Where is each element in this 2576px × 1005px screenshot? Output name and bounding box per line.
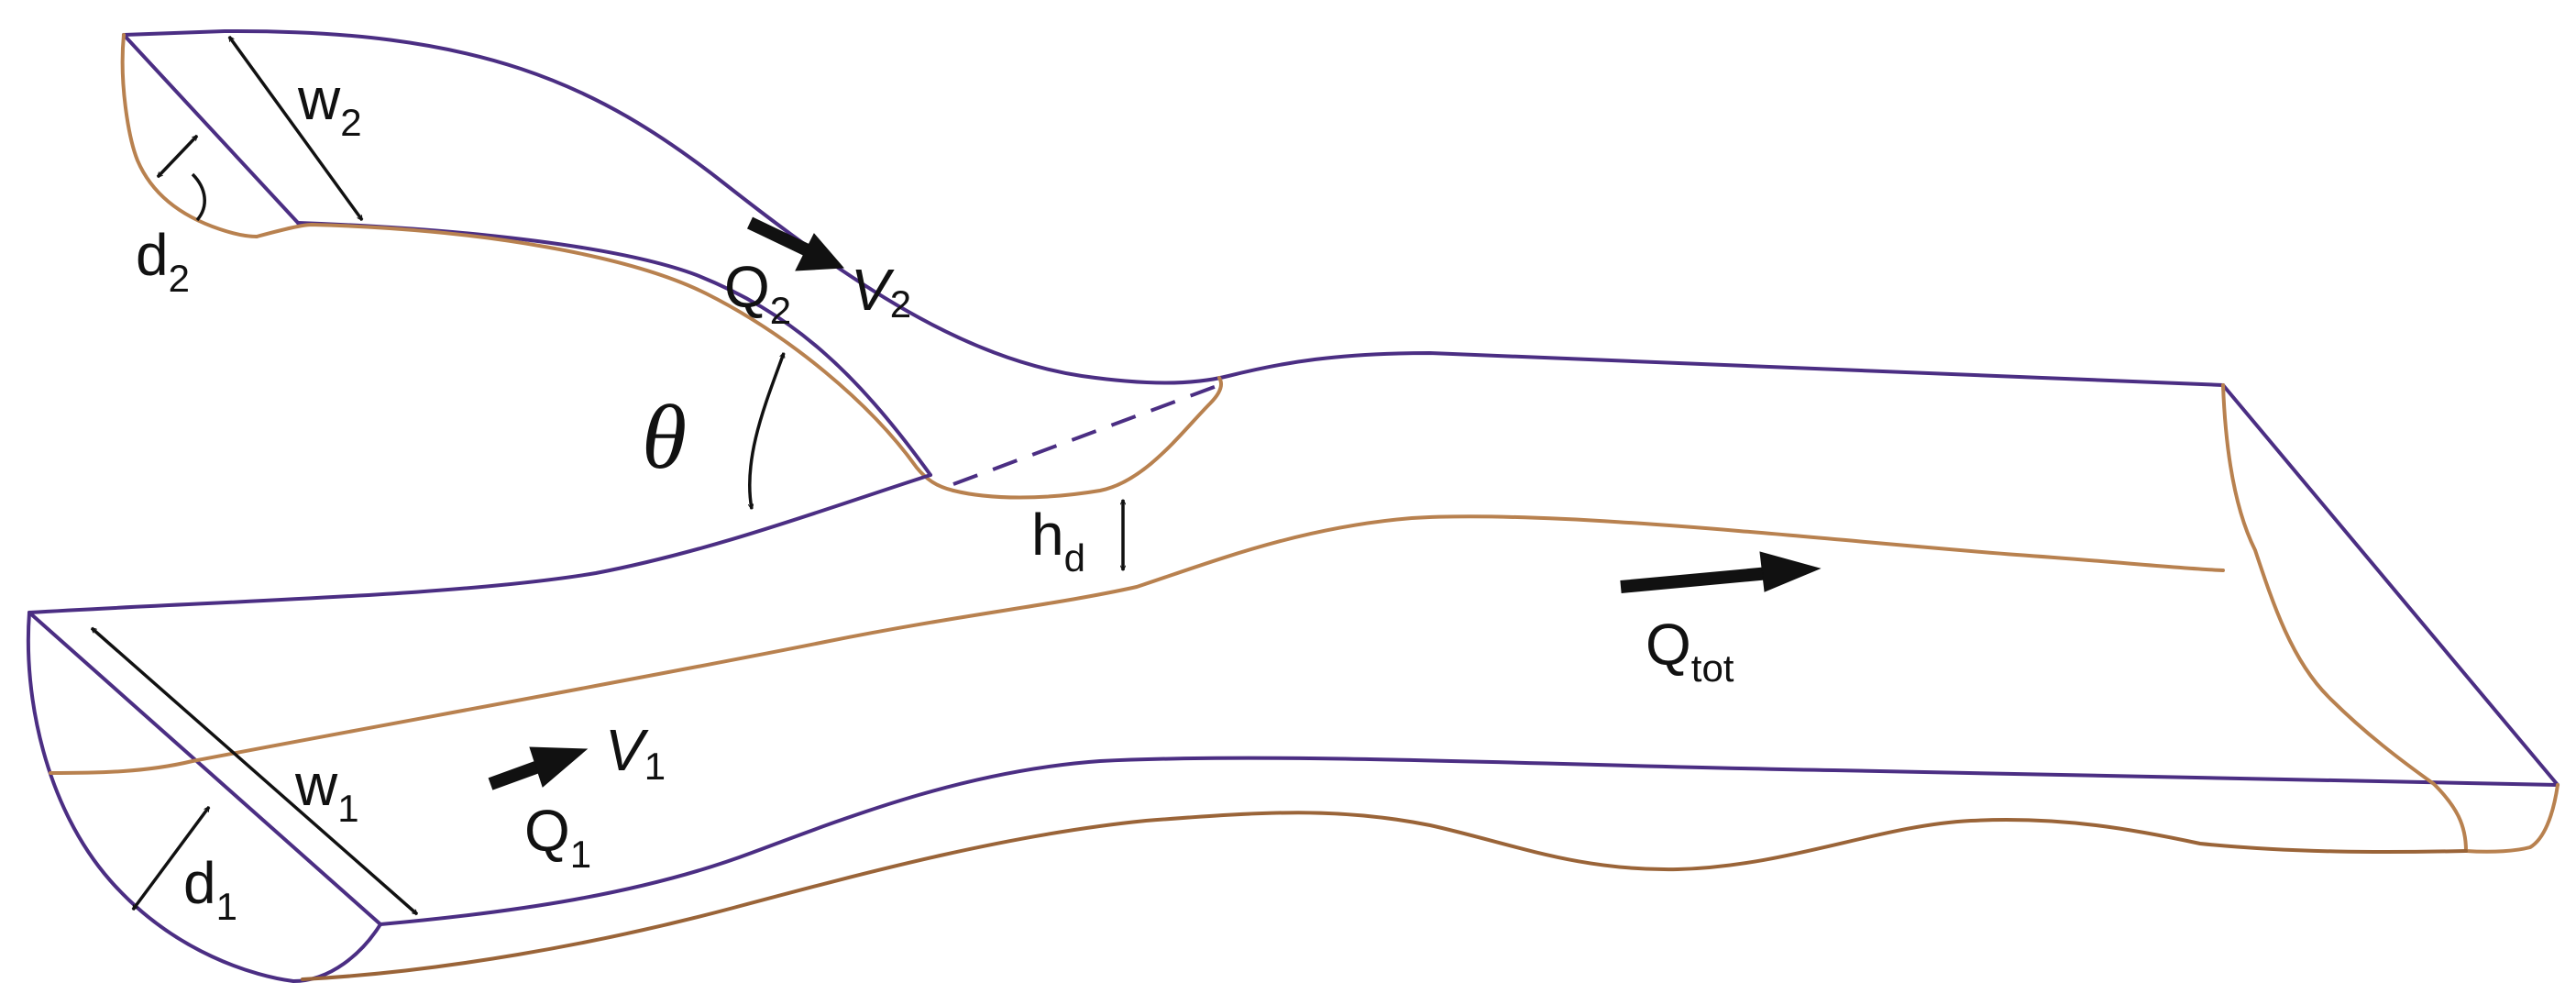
q2-flow-arrow: [746, 216, 845, 271]
labels: w2 d2 Q2 V2 θ hd Qtot w1 V1 Q1 d1: [136, 66, 1734, 928]
tributary-bed-left: [120, 33, 259, 238]
hd-label: hd: [1031, 502, 1085, 580]
tributary-channel: [120, 28, 2225, 500]
q1-label: Q1: [524, 798, 591, 876]
v1-label: V1: [605, 717, 666, 788]
w2-label: w2: [297, 66, 362, 144]
main-channel: [26, 383, 2559, 983]
q2-label: Q2: [724, 254, 791, 332]
theta-arc: [747, 353, 786, 509]
main-bed-line: [301, 811, 2468, 981]
tributary-mouth-bed: [952, 376, 1223, 500]
tributary-top-outline: [122, 28, 2225, 387]
theta-label: θ: [642, 386, 687, 488]
tributary-inlet-line: [122, 33, 300, 225]
main-near-bank-outline: [379, 756, 2559, 926]
d2-label: d2: [136, 222, 190, 300]
qtot-flow-arrow: [1620, 551, 1822, 593]
w1-arrow: [92, 626, 417, 916]
w2-arrow: [227, 37, 364, 220]
water-surface-line: [49, 514, 2225, 775]
outlet-bank-profile: [2221, 383, 2468, 853]
d2-leader: [191, 172, 206, 222]
flow-arrows: [488, 216, 1822, 790]
v2-label: V2: [851, 257, 911, 326]
w1-label: w1: [294, 752, 359, 830]
main-upstream-top-outline: [28, 473, 932, 614]
d2-arrow: [156, 136, 199, 177]
main-inlet-bed-arc: [26, 611, 382, 983]
main-outlet-line: [2221, 383, 2559, 787]
d1-arrow: [131, 807, 211, 910]
qtot-label: Qtot: [1646, 612, 1734, 690]
outlet-bed-end: [2464, 783, 2559, 854]
junction-dashed-line: [952, 383, 1220, 486]
d1-label: d1: [183, 850, 237, 928]
tributary-inner-bed: [255, 223, 955, 492]
dimension-markers: [92, 37, 1123, 916]
q1-flow-arrow: [488, 746, 589, 790]
